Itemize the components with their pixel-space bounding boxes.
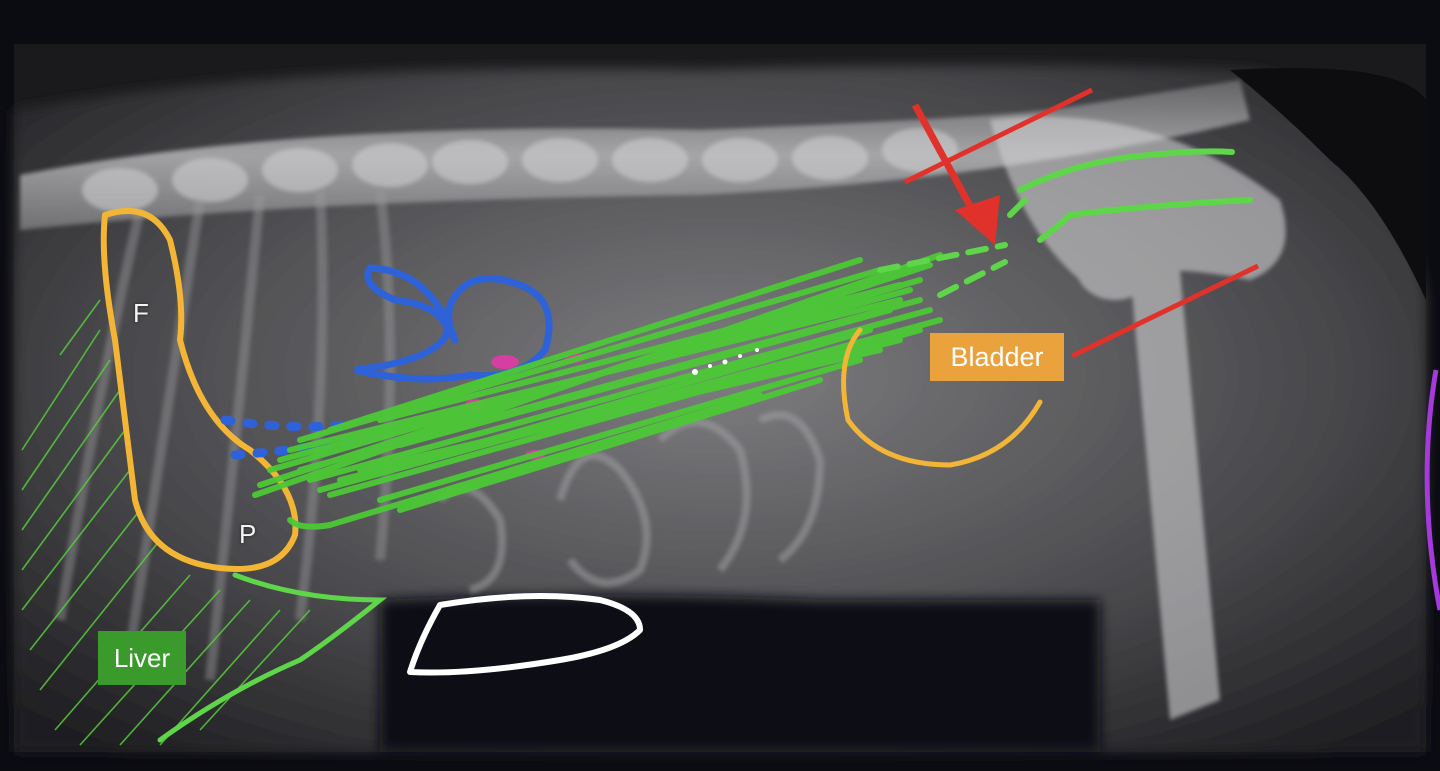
red-arrow-head	[955, 195, 1000, 245]
liver-label: Liver	[98, 631, 186, 685]
bladder-outline	[841, 327, 1043, 468]
liver-hatching	[21, 299, 311, 746]
colon-scribble	[252, 252, 943, 530]
pelvis-femur	[990, 116, 1286, 720]
heart-outline	[100, 207, 299, 572]
ventral-shadow	[380, 595, 1100, 752]
white-dots	[692, 348, 759, 375]
liver-outline	[157, 572, 388, 743]
rectum-dashes	[877, 197, 1028, 298]
pelvic-colon-lower	[1037, 197, 1253, 243]
purple-edge-line	[1424, 369, 1440, 611]
bladder-label: Bladder	[930, 333, 1064, 381]
ribs	[55, 189, 395, 681]
red-arrow-shaft	[911, 103, 979, 217]
heart-label-p: P	[239, 519, 257, 549]
red-line-lower	[1070, 263, 1260, 359]
vertebrae	[82, 128, 958, 212]
spleen-outline	[407, 593, 643, 676]
red-line-upper	[903, 87, 1094, 185]
dorsal-shadow	[1230, 68, 1426, 300]
heart-label-f: F	[133, 298, 149, 328]
stomach-outline	[354, 264, 553, 383]
pelvic-colon-upper	[1017, 148, 1235, 193]
